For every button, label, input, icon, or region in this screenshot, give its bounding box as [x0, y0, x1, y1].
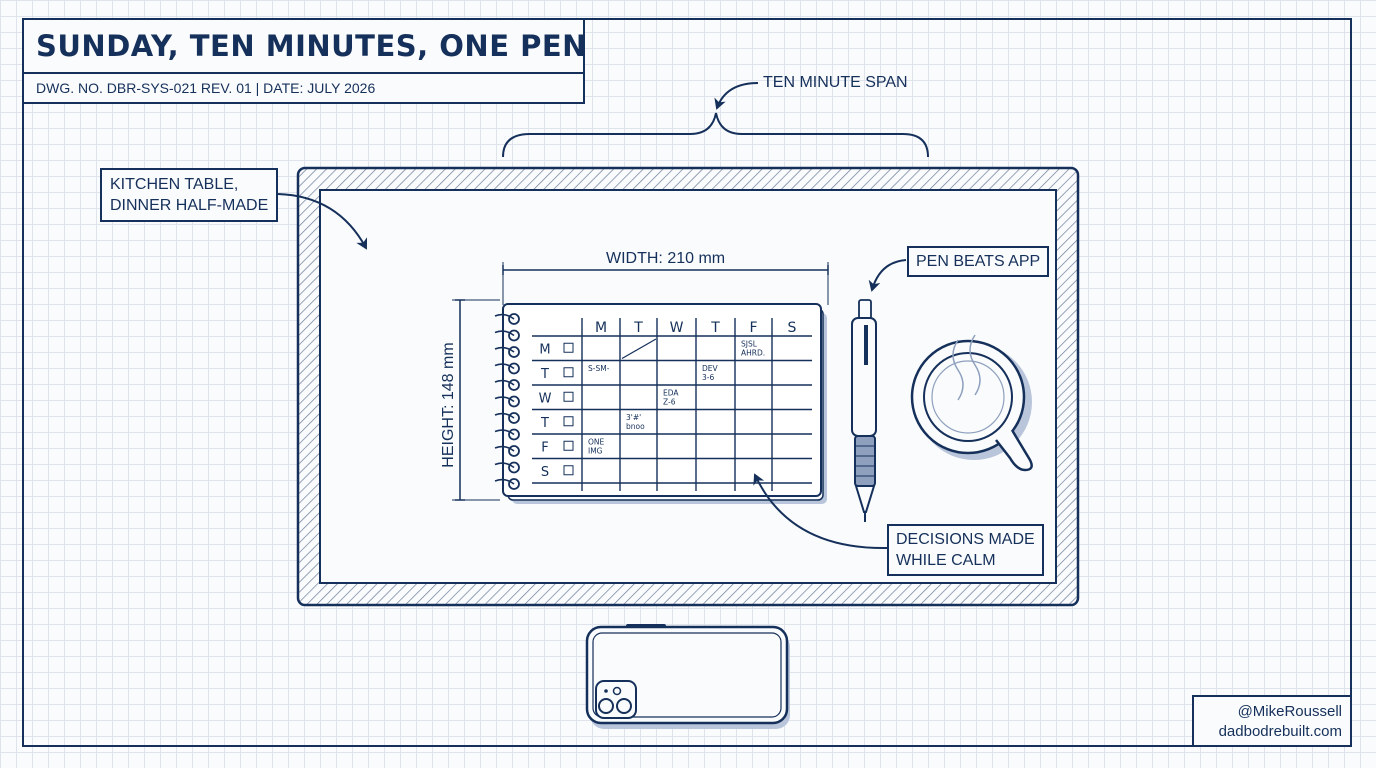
decisions-label: DECISIONS MADE WHILE CALM: [887, 524, 1044, 576]
planner-cell-note: SJSL: [741, 339, 758, 348]
planner-row-day: T: [540, 416, 549, 431]
pen-label-text: PEN BEATS APP: [916, 253, 1041, 270]
pen-arrow: [868, 259, 907, 292]
planner-row-day: T: [540, 367, 549, 382]
title-block: SUNDAY, TEN MINUTES, ONE PEN DWG. NO. DB…: [22, 18, 586, 104]
planner-row-day: S: [541, 465, 549, 480]
planner-day-header: F: [749, 320, 757, 336]
planner-cell-note: EDA: [663, 388, 679, 397]
span-label: TEN MINUTE SPAN: [763, 74, 908, 91]
planner-checkbox: [563, 440, 574, 451]
planner-checkbox: [563, 391, 574, 402]
planner-cell-note: DEV: [702, 364, 719, 373]
planner-day-header: M: [595, 320, 607, 336]
mechanical-pencil-icon: [851, 299, 877, 522]
kitchen-arrow: [277, 193, 368, 250]
planner-row-day: W: [539, 391, 552, 406]
width-label: WIDTH: 210 mm: [604, 250, 728, 268]
credit-site: dadbodrebuilt.com: [1218, 723, 1342, 740]
planner-cell-note: Z-6: [663, 397, 676, 406]
kitchen-label-line1: KITCHEN TABLE,: [110, 176, 239, 193]
spiral-binding: [494, 313, 520, 490]
decisions-label-line1: DECISIONS MADE: [896, 531, 1035, 548]
drawing-number: DWG. NO. DBR-SYS-021 REV. 01 | DATE: JUL…: [36, 80, 376, 96]
credit-box: @MikeRoussell dadbodrebuilt.com: [1192, 695, 1352, 747]
kitchen-label-line2: DINNER HALF-MADE: [110, 197, 269, 214]
planner-row-day: F: [541, 440, 548, 455]
smartphone-icon: [585, 624, 790, 729]
drawing-frame: [22, 18, 1352, 747]
planner-day-header: T: [710, 320, 720, 336]
planner-checkbox: [563, 416, 574, 427]
planner-day-header: W: [670, 320, 684, 336]
page-title: SUNDAY, TEN MINUTES, ONE PEN: [24, 20, 586, 74]
decisions-arrow: [753, 473, 889, 550]
span-brace: [502, 112, 929, 158]
planner-cell-note: 3'#': [626, 413, 641, 422]
pen-label: PEN BEATS APP: [907, 246, 1050, 277]
coffee-mug-icon: [910, 334, 1033, 472]
planner-day-header: T: [633, 320, 643, 336]
planner-cell-note: bnoo: [626, 422, 645, 431]
decisions-label-line2: WHILE CALM: [896, 552, 996, 569]
span-arrow: [714, 82, 759, 110]
kitchen-table-label: KITCHEN TABLE, DINNER HALF-MADE: [100, 168, 279, 222]
planner-cell-note: 3-6: [702, 373, 714, 382]
planner-cell-note: AHRD.: [741, 348, 765, 357]
planner-cell-note: ONE: [588, 437, 605, 446]
planner-checkbox: [563, 342, 574, 353]
planner-cell-note: IMG: [588, 446, 603, 455]
planner-row-day: M: [539, 342, 550, 357]
credit-handle: @MikeRoussell: [1237, 703, 1342, 720]
planner-checkbox: [563, 465, 574, 476]
planner-day-header: S: [788, 320, 797, 336]
planner-cell-note: S-SM-: [588, 364, 610, 373]
planner-checkbox: [563, 367, 574, 378]
height-label: HEIGHT: 148 mm: [440, 342, 457, 467]
